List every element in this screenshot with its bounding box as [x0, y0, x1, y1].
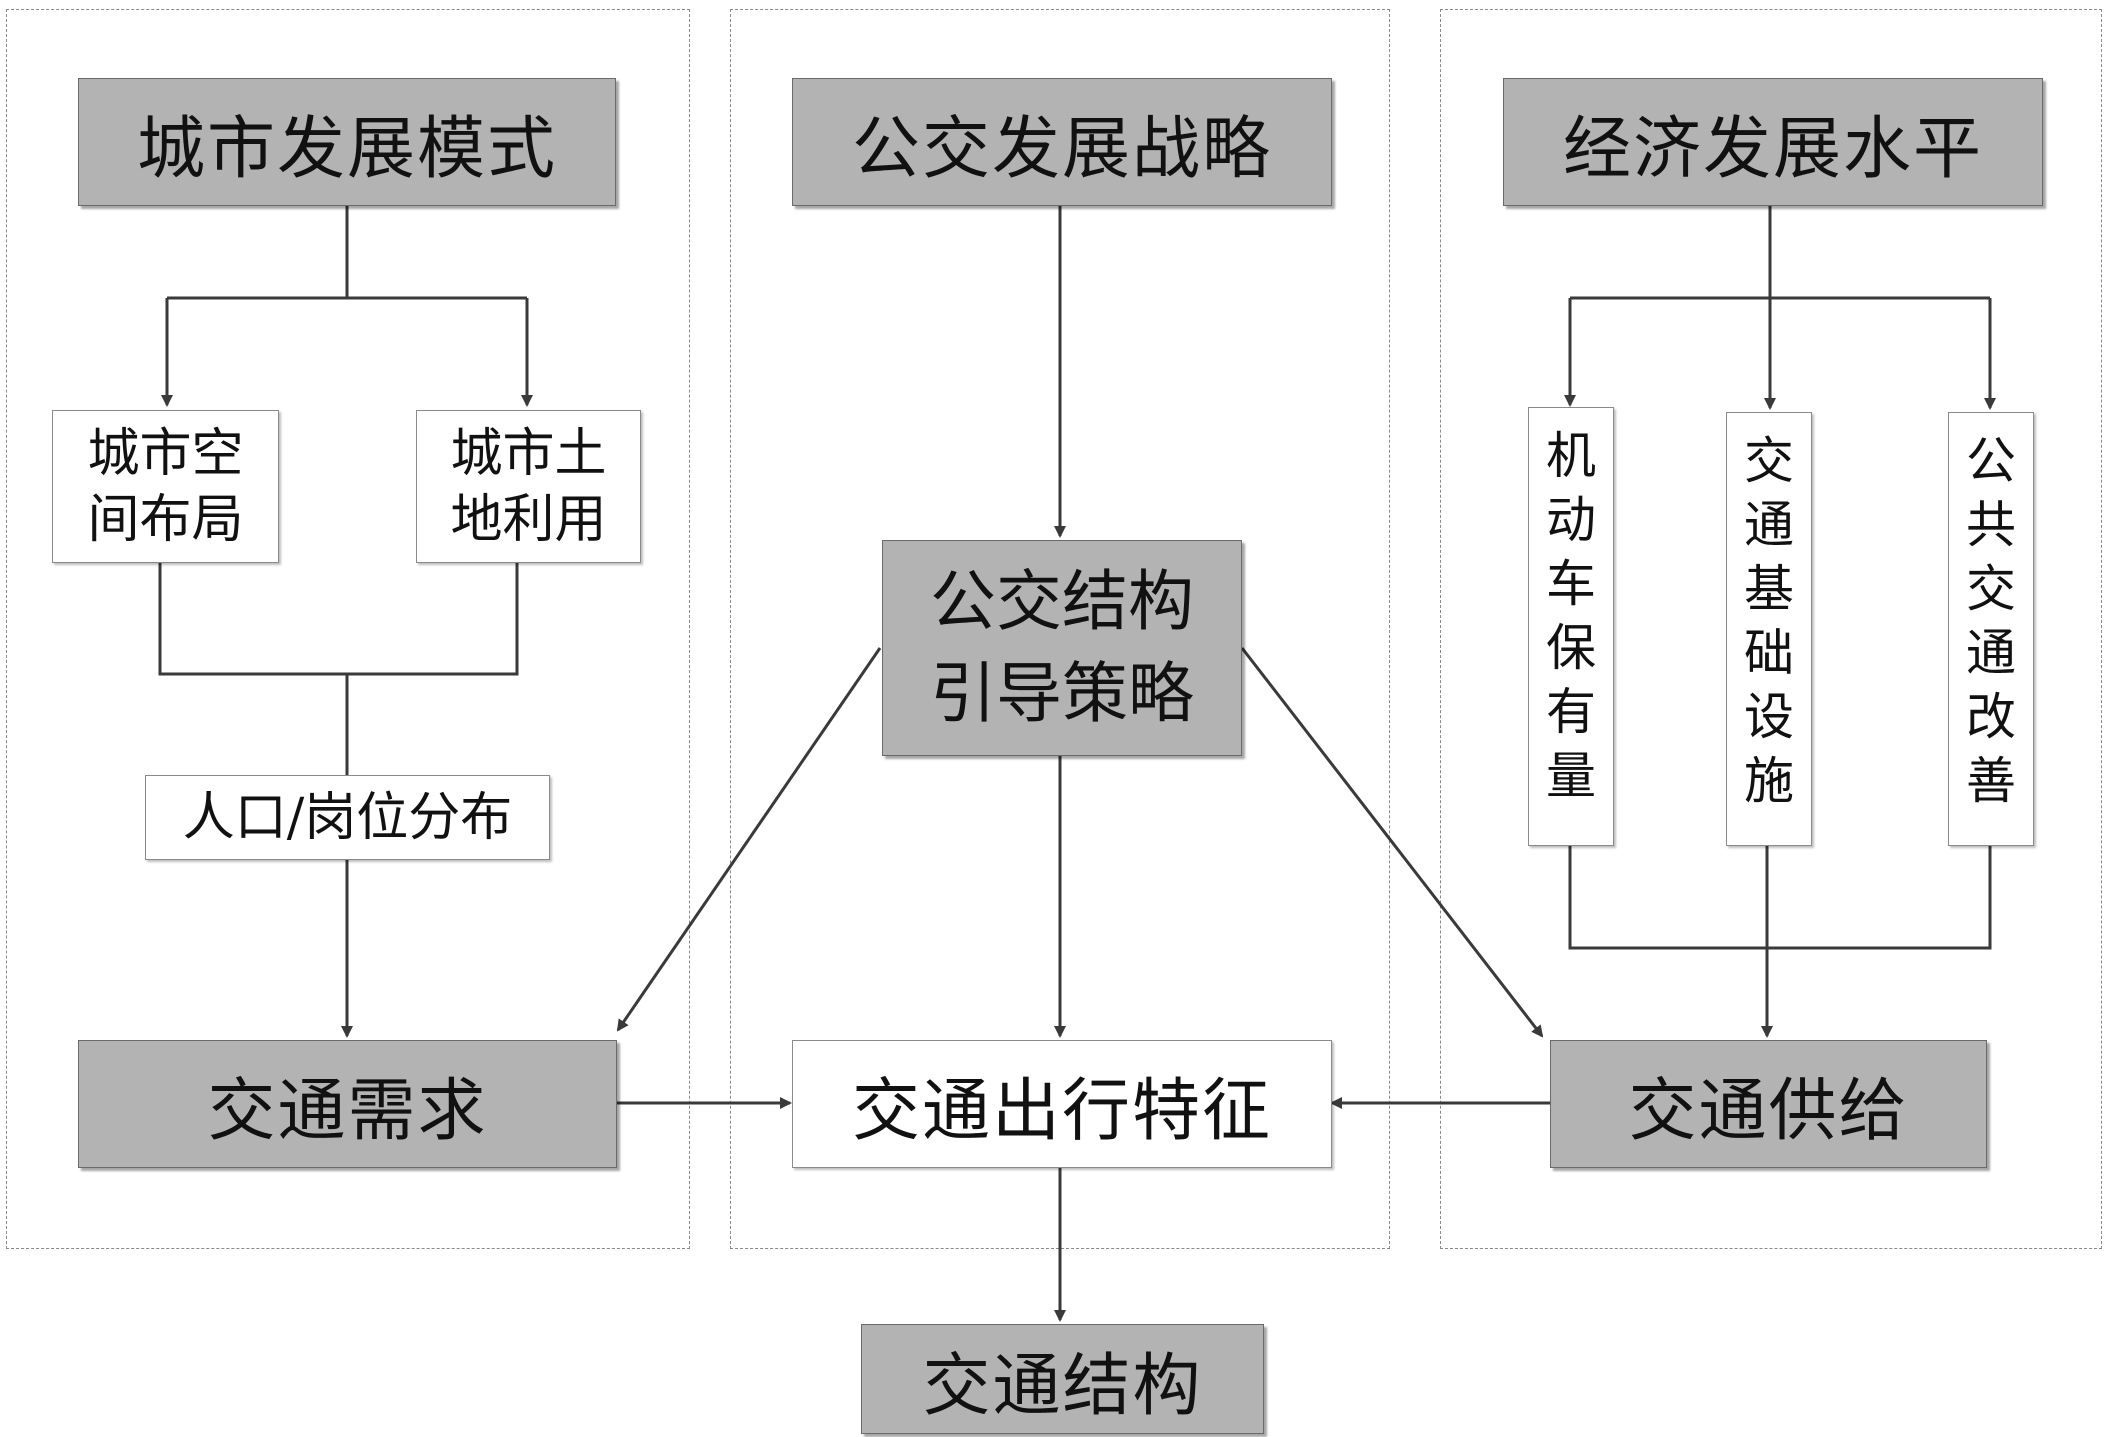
public-transit-improvement-label: 公共交通改善: [1966, 432, 2016, 810]
line-right-merge: [1568, 846, 1992, 950]
transit-structure-guidance-strategy-label: 公交结构引导策略: [930, 563, 1194, 732]
traffic-structure-label: 交通结构: [922, 1346, 1203, 1426]
public-transit-improvement-box: 公共交通改善: [1948, 412, 2034, 846]
panel-right: [1440, 9, 2102, 1249]
population-job-distribution-box: 人口/岗位分布: [145, 775, 550, 860]
transit-structure-guidance-strategy-box: 公交结构引导策略: [882, 540, 1242, 756]
traffic-demand-label: 交通需求: [207, 1071, 488, 1151]
transit-development-strategy-label: 公交发展战略: [851, 109, 1272, 189]
urban-spatial-layout-box: 城市空间布局: [52, 410, 279, 563]
panel-left: [6, 9, 690, 1249]
traffic-supply-label: 交通供给: [1628, 1071, 1909, 1151]
urban-spatial-layout-label: 城市空间布局: [87, 423, 244, 550]
urban-land-use-box: 城市土地利用: [416, 410, 641, 563]
line-left-merge: [158, 563, 519, 676]
motor-vehicle-ownership-label: 机动车保有量: [1546, 427, 1596, 805]
motor-vehicle-ownership-box: 机动车保有量: [1528, 407, 1614, 846]
travel-characteristics-label: 交通出行特征: [851, 1071, 1272, 1151]
population-job-distribution-label: 人口/岗位分布: [182, 787, 513, 848]
transport-infrastructure-box: 交通基础设施: [1726, 412, 1812, 846]
arrow-strategy-to-demand: [616, 647, 882, 1032]
urban-development-mode-box: 城市发展模式: [78, 78, 616, 206]
arrow-strategy-to-supply: [1240, 647, 1544, 1038]
travel-characteristics-box: 交通出行特征: [792, 1040, 1332, 1168]
urban-development-mode-label: 城市发展模式: [136, 109, 557, 189]
traffic-structure-box: 交通结构: [861, 1324, 1264, 1434]
economic-development-level-label: 经济发展水平: [1562, 109, 1983, 189]
traffic-supply-box: 交通供给: [1550, 1040, 1987, 1168]
economic-development-level-box: 经济发展水平: [1503, 78, 2043, 206]
traffic-demand-box: 交通需求: [78, 1040, 617, 1168]
transport-infrastructure-label: 交通基础设施: [1744, 432, 1794, 810]
urban-land-use-label: 城市土地利用: [450, 423, 607, 550]
transit-development-strategy-box: 公交发展战略: [792, 78, 1332, 206]
